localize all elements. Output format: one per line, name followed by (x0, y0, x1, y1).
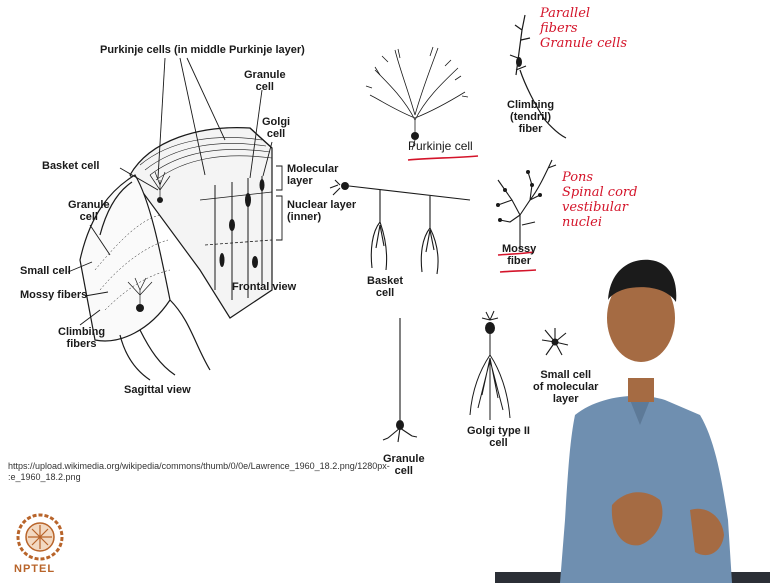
label-granule-cell-top: Granule cell (244, 69, 286, 93)
purkinje-cell-drawing (366, 47, 468, 150)
label-basket-cell-isolated: Basket cell (367, 275, 403, 299)
annotation-parallel-fibers: Parallel fibers Granule cells (540, 6, 627, 51)
label-golgi-cell: Golgi cell (262, 116, 290, 140)
label-small-cell-molecular: Small cell of molecular layer (533, 369, 598, 405)
label-molecular-layer: Molecular layer (287, 163, 338, 187)
mossy-fiber-drawing (496, 160, 556, 250)
label-small-cell: Small cell (20, 265, 71, 277)
label-granule-cell-left: Granule cell (68, 199, 110, 223)
label-golgi-type-ii: Golgi type II cell (467, 425, 530, 449)
nptel-logo-icon (18, 515, 62, 559)
label-frontal-view: Frontal view (232, 281, 296, 293)
label-mossy-fiber: Mossy fiber (502, 243, 536, 267)
basket-cell-drawing (330, 180, 470, 274)
label-climbing-fiber: Climbing (tendril) fiber (507, 99, 554, 135)
golgi-type-ii-drawing (470, 311, 510, 420)
label-mossy-fibers: Mossy fibers (20, 289, 87, 301)
fiber-underline (500, 270, 536, 272)
annotation-pons-spinal: Pons Spinal cord vestibular nuclei (562, 170, 637, 230)
purkinje-underline (408, 156, 478, 160)
small-cell-molecular-drawing (542, 328, 568, 355)
image-source-citation: https://upload.wikimedia.org/wikipedia/c… (8, 461, 390, 483)
label-purkinje-cell: Purkinje cell (408, 140, 473, 152)
label-basket-cell: Basket cell (42, 160, 99, 172)
label-purkinje-cells-header: Purkinje cells (in middle Purkinje layer… (100, 44, 305, 56)
nptel-logo-text: NPTEL (14, 563, 55, 575)
label-nuclear-layer: Nuclear layer (inner) (287, 199, 356, 223)
label-sagittal-view: Sagittal view (124, 384, 191, 396)
label-climbing-fibers: Climbing fibers (58, 326, 105, 350)
granule-cell-drawing (383, 318, 417, 442)
presenter-figure (495, 260, 770, 583)
